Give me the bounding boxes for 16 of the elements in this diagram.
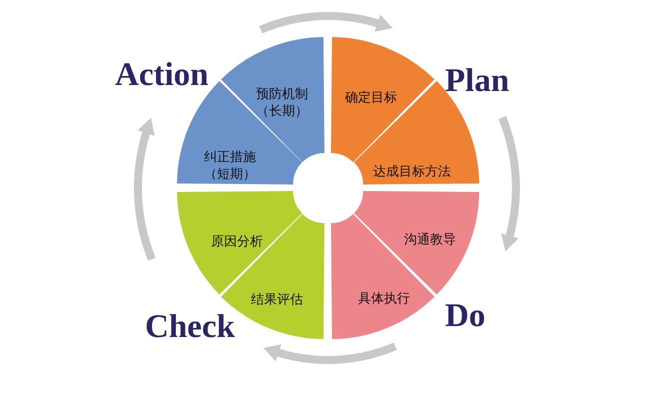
segment-label: 具体执行: [356, 290, 411, 308]
segment-label: 预防机制（长期）: [254, 86, 309, 120]
curved-arrow: [498, 116, 520, 252]
phase-heading: Check: [145, 309, 235, 345]
curved-arrow: [263, 342, 397, 364]
segment-label: 确定目标: [344, 89, 398, 106]
segment-label: 原因分析: [210, 233, 264, 250]
phase-heading: Plan: [445, 63, 510, 99]
segment-label: 结果评估: [250, 291, 304, 308]
segment-label: 达成目标方法: [372, 163, 452, 180]
curved-arrow: [259, 12, 393, 34]
segment-label: 纠正措施（短期）: [202, 148, 257, 183]
segment-label: 沟通教导: [402, 231, 457, 248]
phase-heading: Do: [445, 298, 486, 334]
phase-heading: Action: [115, 57, 208, 93]
curved-arrow: [134, 118, 156, 260]
